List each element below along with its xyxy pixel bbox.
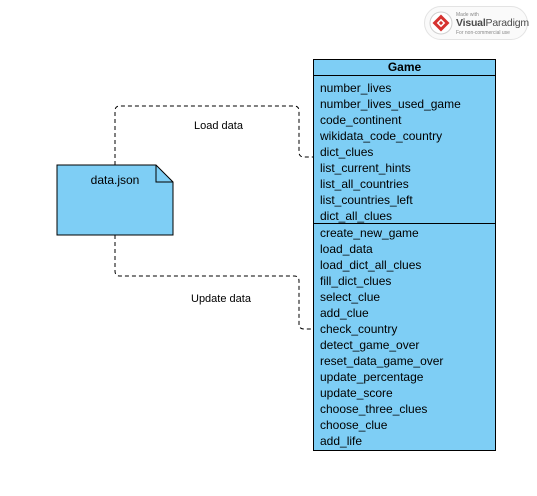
attribute-item: list_all_countries [320, 177, 409, 191]
visual-paradigm-logo-icon [429, 11, 453, 35]
game-class[interactable]: Game number_lives number_lives_used_game… [313, 59, 496, 451]
operation-item: choose_clue [320, 418, 388, 432]
attribute-item: dict_all_clues [320, 209, 393, 223]
operation-item: load_dict_all_clues [320, 258, 422, 272]
operation-item: update_percentage [320, 370, 424, 384]
attribute-item: list_current_hints [320, 161, 411, 175]
visual-paradigm-watermark: Made with VisualParadigm For non-commerc… [424, 6, 529, 40]
load-data-connector [114, 105, 313, 165]
watermark-brand: VisualParadigm [456, 17, 529, 29]
attribute-item: wikidata_code_country [320, 129, 443, 143]
watermark-made-with: Made with [456, 12, 479, 18]
update-data-label: Update data [191, 293, 251, 305]
watermark-brand-bold: Visual [456, 17, 486, 29]
operation-item: add_clue [320, 306, 369, 320]
operation-item: load_data [320, 242, 373, 256]
attribute-item: dict_clues [320, 145, 374, 159]
watermark-license: For non-commercial use [456, 30, 510, 36]
update-data-connector [114, 235, 313, 330]
attribute-compartment: number_lives number_lives_used_game code… [314, 76, 495, 224]
attribute-item: list_countries_left [320, 193, 413, 207]
watermark-brand-light: Paradigm [485, 17, 530, 29]
attribute-item: number_lives_used_game [320, 97, 461, 111]
data-json-file-shape [56, 164, 174, 236]
attribute-item: code_continent [320, 113, 402, 127]
operation-item: add_life [320, 434, 363, 448]
load-data-label: Load data [194, 120, 243, 132]
class-name: Game [314, 60, 495, 76]
operation-item: check_country [320, 322, 398, 336]
operation-item: create_new_game [320, 226, 419, 240]
operation-item: update_score [320, 386, 393, 400]
operation-item: select_clue [320, 290, 381, 304]
attribute-item: number_lives [320, 81, 392, 95]
operation-item: choose_three_clues [320, 402, 428, 416]
operation-item: reset_data_game_over [320, 354, 444, 368]
file-name: data.json [90, 173, 140, 187]
operation-item: detect_game_over [320, 338, 420, 352]
operation-item: fill_dict_clues [320, 274, 392, 288]
file-folded-corner [155, 165, 173, 183]
